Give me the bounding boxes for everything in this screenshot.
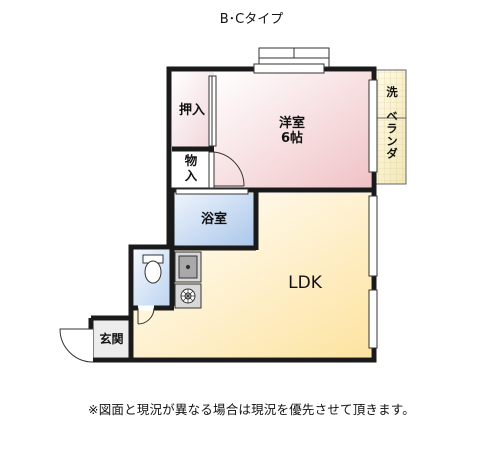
storage-door <box>208 151 245 189</box>
kitchen-stove <box>174 283 202 309</box>
entrance-door <box>59 328 94 363</box>
top-window <box>253 47 330 74</box>
ldk-area <box>134 193 371 357</box>
western-room-area <box>214 72 371 188</box>
closet-label: 押入 <box>178 103 205 118</box>
western-room-name: 洋室 <box>278 116 305 131</box>
disclaimer-note: ※図面と現況が異なる場合は現況を優先させて頂きます。 <box>88 402 415 417</box>
bathroom-door <box>175 188 249 195</box>
storage-label: 物 入 <box>184 153 198 183</box>
kitchen-sink <box>174 251 202 283</box>
bathroom-area <box>174 193 254 249</box>
western-room-size: 6帖 <box>280 131 304 146</box>
veranda-label: ベランダ <box>385 110 399 160</box>
ldk-label: LDK <box>288 273 322 293</box>
laundry-label: 洗 <box>385 86 399 99</box>
right-windows <box>368 79 378 349</box>
veranda-grid <box>376 70 406 184</box>
entrance-area <box>93 320 130 357</box>
floor-plan-title: B･Cタイプ <box>219 12 284 27</box>
entrance-label: 玄関 <box>99 332 124 346</box>
toilet-door <box>137 305 155 325</box>
storage-area <box>172 150 214 188</box>
toilet-fixture <box>142 254 164 284</box>
closet-door <box>208 75 217 147</box>
bathroom-label: 浴室 <box>200 212 227 227</box>
closet-area <box>172 72 214 148</box>
western-room-label: 洋室 6帖 <box>264 116 320 146</box>
